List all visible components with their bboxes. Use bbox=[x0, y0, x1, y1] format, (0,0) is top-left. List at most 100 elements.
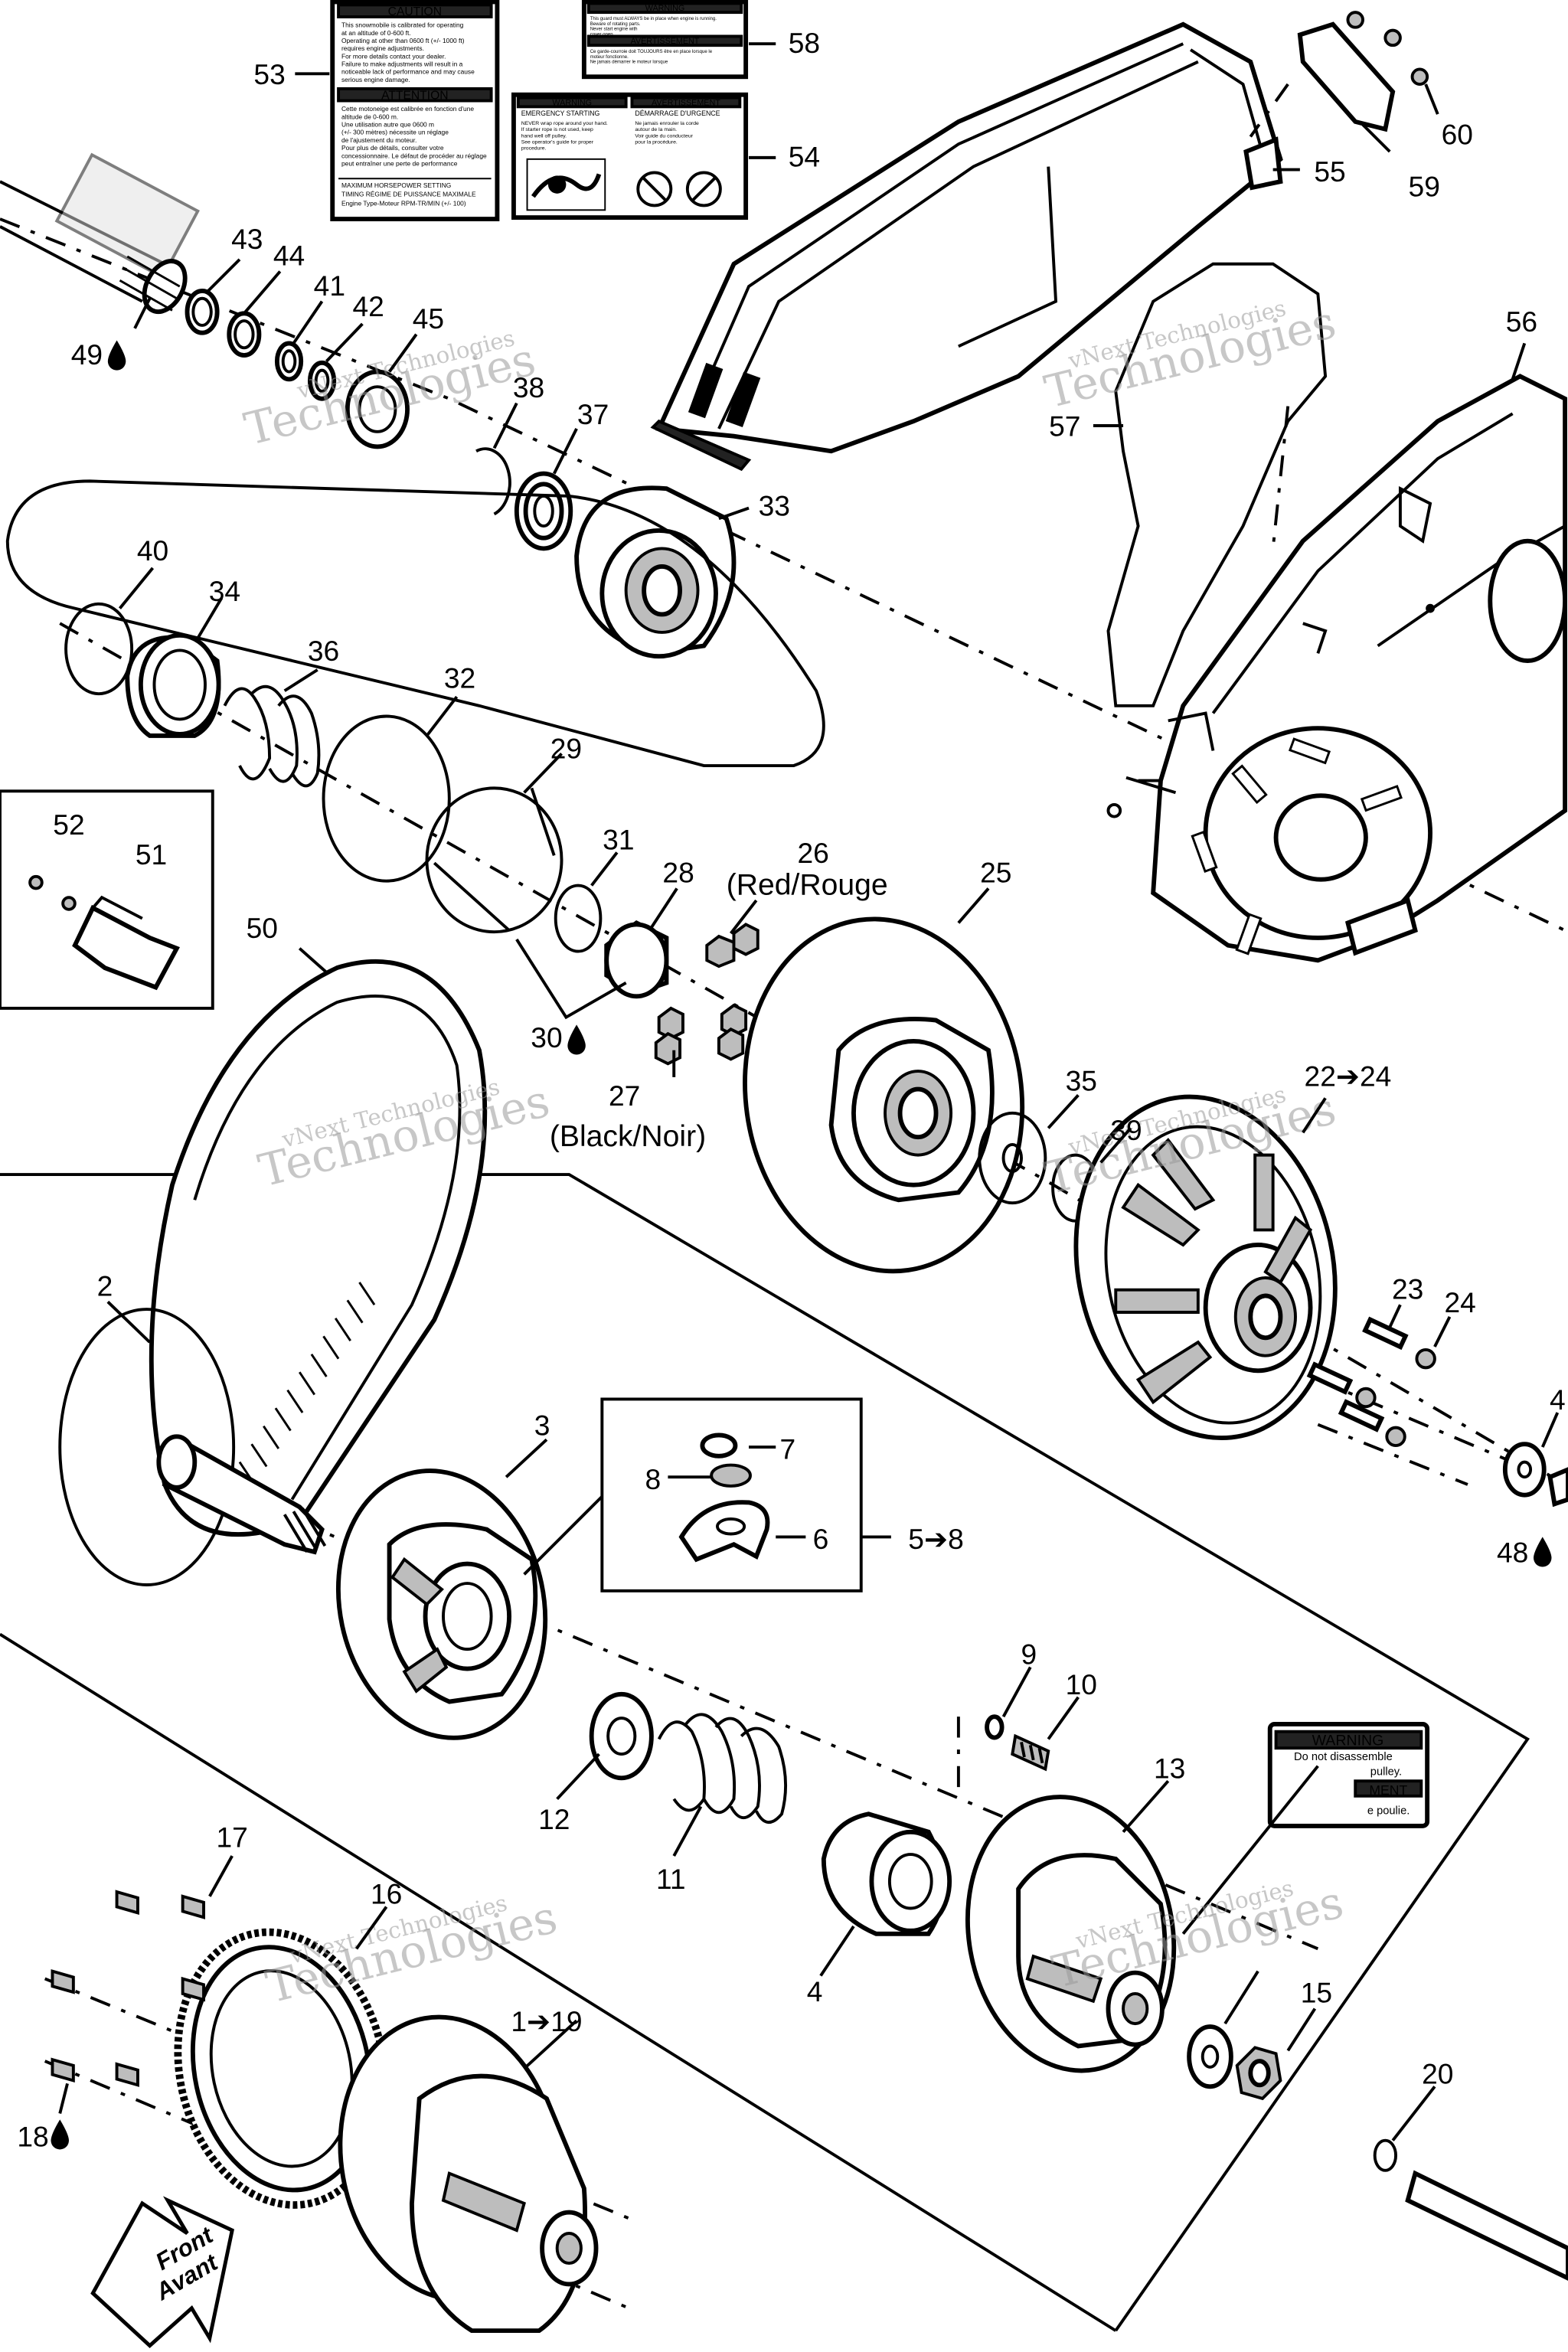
decal-14-header-fr: MENT bbox=[1369, 1782, 1407, 1798]
fixed-sheave-25 bbox=[743, 916, 1025, 1274]
no-rope-icon bbox=[636, 171, 722, 207]
decal-54-subhead-fr: DÉMARRAGE D'URGENCE bbox=[635, 109, 720, 117]
callout-58b: 5➔8 bbox=[908, 1523, 963, 1555]
oil-drop-icon bbox=[567, 1024, 586, 1055]
bushing-34 bbox=[125, 632, 221, 738]
decal-line: NEVER wrap rope around your hand. bbox=[521, 121, 608, 126]
decal-line: concessionnaire. Le défaut de procéder a… bbox=[341, 152, 487, 159]
decal-line: This snowmobile is calibrated for operat… bbox=[341, 21, 464, 29]
crankshaft bbox=[0, 152, 200, 315]
callout-60: 60 bbox=[1442, 118, 1473, 150]
drive-pulley-1 bbox=[338, 2014, 599, 2334]
shaft-20 bbox=[1373, 2138, 1568, 2281]
decal-line: TIMING RÉGIME DE PUISSANCE MAXIMALE bbox=[341, 191, 476, 198]
roller-weights bbox=[654, 923, 760, 1066]
bolts-17-18 bbox=[51, 1890, 205, 2087]
pulley-hub-33 bbox=[574, 485, 737, 659]
callout-38: 38 bbox=[513, 371, 544, 403]
callout-32: 32 bbox=[444, 662, 475, 694]
callout-10: 10 bbox=[1066, 1668, 1097, 1700]
inset-box-51-52 bbox=[0, 789, 214, 1010]
decal-54-header: WARNING bbox=[552, 98, 592, 107]
cover-slots bbox=[1191, 737, 1403, 956]
callout-41: 41 bbox=[314, 270, 345, 302]
decal-line: Ce garde-courroie doit TOUJOURS être en … bbox=[590, 50, 713, 54]
guard-slots bbox=[688, 362, 761, 428]
callout-59: 59 bbox=[1409, 171, 1440, 203]
decal-53-body-fr: Cette motoneige est calibrée en fonction… bbox=[341, 105, 487, 167]
decal-line: altitude de 0-600 m. bbox=[341, 113, 398, 120]
callout-47: 4 bbox=[1550, 1383, 1566, 1416]
decal-58-body-fr: Ce garde-courroie doit TOUJOURS être en … bbox=[590, 50, 713, 65]
decal-14-line2: pulley. bbox=[1370, 1766, 1402, 1778]
callout-37: 37 bbox=[577, 398, 609, 430]
decal-line: This guard must ALWAYS be in place when … bbox=[590, 17, 717, 21]
bushing-28 bbox=[604, 920, 669, 999]
callout-39: 39 bbox=[1110, 1114, 1142, 1146]
callout-56: 56 bbox=[1506, 305, 1537, 338]
decal-line: pour la procédure. bbox=[635, 139, 678, 145]
oil-drop-icon bbox=[51, 2119, 69, 2150]
decal-53-body-en: This snowmobile is calibrated for operat… bbox=[341, 21, 475, 83]
decal-line: Voir guide du conducteur bbox=[635, 133, 693, 139]
inset-box-5-8 bbox=[600, 1397, 863, 1592]
decal-line: (+/- 300 mètres) nécessite un réglage bbox=[341, 129, 449, 136]
callout-52: 52 bbox=[53, 808, 84, 841]
screw-10 bbox=[985, 1714, 1050, 1772]
warning-decal-14: WARNING Do not disassemble pulley. MENT … bbox=[1181, 1721, 1430, 1935]
decal-line: Pour plus de détails, consulter votre bbox=[341, 144, 444, 152]
callout-34: 34 bbox=[209, 575, 240, 607]
callout-4: 4 bbox=[807, 1975, 823, 2007]
spring-36 bbox=[223, 684, 321, 788]
callout-42: 42 bbox=[353, 290, 384, 322]
callout-15: 15 bbox=[1301, 1977, 1332, 2009]
decal-line: autour de la main. bbox=[635, 127, 677, 132]
callout-29: 29 bbox=[550, 732, 582, 764]
decal-line: Operating at other than 0600 ft (+/- 100… bbox=[341, 37, 465, 44]
decal-58-header: WARNING bbox=[645, 4, 685, 13]
decal-line: Une utilisation autre que 0600 m bbox=[341, 121, 434, 129]
callout-20: 20 bbox=[1422, 2057, 1453, 2089]
spline-texture bbox=[119, 255, 181, 312]
callout-9: 9 bbox=[1021, 1638, 1037, 1671]
inner-guard-57 bbox=[1106, 262, 1328, 818]
callout-45: 45 bbox=[413, 302, 444, 335]
decal-line: serious engine damage. bbox=[341, 76, 410, 83]
decal-line: moteur fonctionne. bbox=[590, 55, 629, 60]
washer-47 bbox=[1502, 1442, 1568, 1508]
driven-pulley-13 bbox=[965, 1795, 1177, 2073]
decal-line: peut entraîner une perte de performance bbox=[341, 159, 458, 167]
decal-line: If starter rope is not used, keep bbox=[521, 127, 593, 132]
clutch-cover-56 bbox=[1151, 374, 1568, 963]
decal-line: hand well off pulley. bbox=[521, 133, 567, 139]
leader-lines bbox=[58, 42, 1560, 2141]
callout-57: 57 bbox=[1049, 410, 1080, 443]
decal-line: For more details contact your dealer. bbox=[341, 52, 446, 60]
callout-28: 28 bbox=[662, 857, 694, 889]
weight-color-note-red: (Red/Rouge bbox=[727, 868, 888, 901]
callout-7: 7 bbox=[780, 1433, 796, 1465]
drive-belt-outline bbox=[5, 479, 825, 767]
callout-49: 49 bbox=[71, 338, 103, 371]
callout-40: 40 bbox=[137, 534, 168, 567]
plate-12 bbox=[589, 1691, 654, 1781]
callout-18: 18 bbox=[17, 2121, 48, 2153]
belt-guard bbox=[650, 21, 1283, 472]
belt-teeth bbox=[238, 1282, 376, 1485]
callout-2: 2 bbox=[97, 1269, 113, 1302]
decal-54-subhead: EMERGENCY STARTING bbox=[521, 109, 600, 117]
oil-drop-icon bbox=[107, 340, 126, 371]
decal-14-line1: Do not disassemble bbox=[1294, 1751, 1393, 1763]
callout-12: 12 bbox=[538, 1803, 570, 1835]
decal-54-body-en: NEVER wrap rope around your hand.If star… bbox=[521, 121, 608, 152]
decal-line: noticeable lack of performance and may c… bbox=[341, 68, 475, 76]
callout-31: 31 bbox=[603, 824, 634, 856]
callout-51: 51 bbox=[136, 838, 167, 871]
spider-arms bbox=[1114, 1138, 1313, 1405]
warning-decal-54: WARNING EMERGENCY STARTING NEVER wrap ro… bbox=[511, 92, 749, 220]
callout-43: 43 bbox=[231, 223, 263, 255]
callout-35: 35 bbox=[1066, 1065, 1097, 1097]
weight-color-note-black: (Black/Noir) bbox=[550, 1120, 706, 1153]
callout-6: 6 bbox=[813, 1523, 829, 1555]
